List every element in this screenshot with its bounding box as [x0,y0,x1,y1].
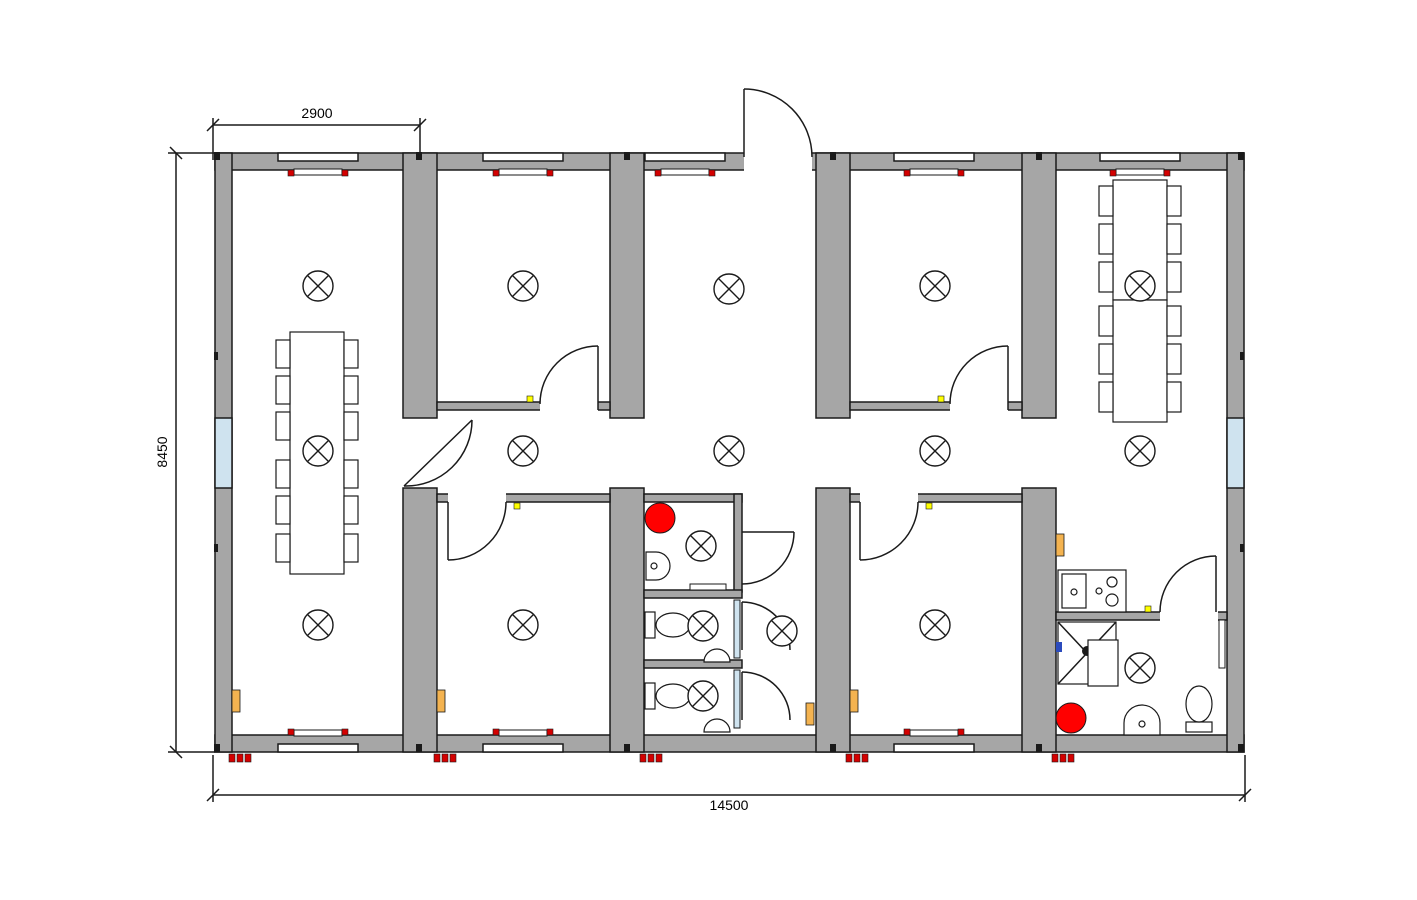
ceiling-light-icon [302,270,334,302]
interior-walls [402,152,1228,753]
ceiling-light-icon [766,615,798,647]
ceiling-light-icon [507,435,539,467]
windows-top [277,152,1181,162]
ceiling-light-icon [1124,435,1156,467]
sockets [228,169,1171,763]
ceiling-light-icon [687,680,719,712]
light-switches [513,395,1152,613]
dimension-bottom-label: 14500 [710,797,749,813]
ceiling-light-icon [713,435,745,467]
ceiling-light-icon [302,609,334,641]
ceiling-light-icon [919,609,951,641]
electric-panels [231,533,1065,726]
dimension-left: 8450 [154,146,215,759]
dimension-left-label: 8450 [154,436,170,467]
meeting-table-left [275,331,359,575]
wall-pins [214,152,1244,752]
glass-partition-2 [733,669,741,729]
windows-bottom [277,743,975,753]
window-east [1226,417,1245,489]
ceiling-light-icon [507,609,539,641]
fire-extinguisher-kitchen [1055,702,1087,734]
toilet-fixtures [644,551,1213,736]
doors [403,345,1217,721]
ceiling-lights [302,270,1156,712]
door-openings [402,401,1218,621]
dimension-top: 2900 [206,105,427,160]
ceiling-light-icon [713,273,745,305]
ceiling-light-icon [919,270,951,302]
ceiling-light-icon [1124,652,1156,684]
entrance-door [743,88,813,158]
water-heater [1087,639,1119,687]
fire-extinguisher-toilets [644,502,676,534]
kitchenette [1057,569,1127,613]
ceiling-light-icon [302,435,334,467]
window-west [214,417,233,489]
entrance-opening [744,152,812,171]
ceiling-light-icon [685,530,717,562]
dimension-top-label: 2900 [301,105,332,121]
ceiling-light-icon [687,610,719,642]
ceiling-light-icon [1124,270,1156,302]
ceiling-light-icon [507,270,539,302]
dimension-bottom: 14500 [206,755,1252,813]
ceiling-light-icon [919,435,951,467]
glass-partition-1 [733,599,741,659]
